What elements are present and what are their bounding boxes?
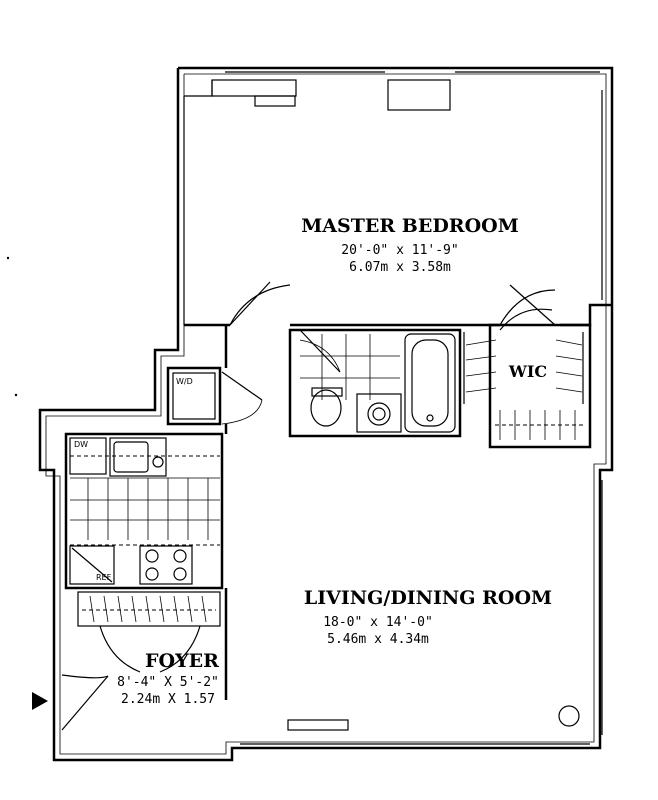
dot-mark [14, 393, 18, 397]
foyer-closet [77, 591, 221, 673]
washer-dryer-closet [166, 366, 263, 426]
bathroom [288, 328, 462, 438]
bedroom-door [229, 281, 556, 326]
kitchen [64, 432, 224, 590]
washer-dryer-label: W/D [176, 377, 193, 386]
dot-mark [6, 256, 10, 260]
entry-arrow-icon [32, 692, 48, 710]
entry-door [61, 674, 109, 731]
foyer-name: FOYER [145, 650, 219, 672]
master-bedroom-dim-metric: 6.07m x 3.58m [349, 260, 451, 275]
dishwasher-label: DW [74, 440, 88, 449]
foyer-dim-metric: 2.24m X 1.57 [121, 692, 215, 707]
refrigerator-label: REF [96, 573, 112, 582]
bottom-windows [240, 719, 590, 745]
foyer-dim-imperial: 8'-4" X 5'-2" [117, 675, 219, 690]
living-dining-name: LIVING/DINING ROOM [304, 587, 552, 609]
top-windows [211, 71, 600, 111]
bedroom-walls [183, 80, 612, 327]
column-marker [558, 705, 580, 727]
living-dining-dim-metric: 5.46m x 4.34m [327, 632, 429, 647]
master-bedroom-name: MASTER BEDROOM [301, 215, 518, 237]
exterior-walls [38, 66, 614, 762]
wic-name: WIC [508, 362, 547, 381]
living-dining-dim-imperial: 18-0" x 14'-0" [323, 615, 433, 630]
walk-in-closet [463, 308, 592, 449]
master-bedroom-dim-imperial: 20'-0" x 11'-9" [341, 243, 458, 258]
